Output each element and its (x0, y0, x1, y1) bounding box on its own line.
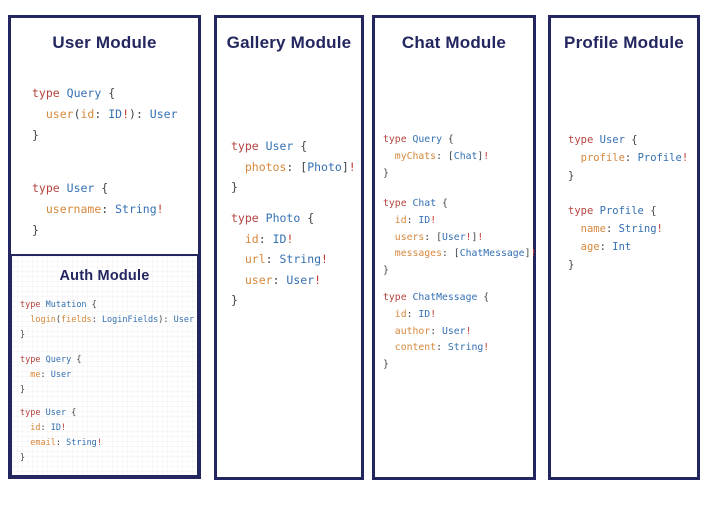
module-title-gallery: Gallery Module (226, 33, 352, 52)
code-line: myChats: [Chat]! (394, 150, 490, 162)
code-block: type Chat { id: ID! users: [User!]! mess… (383, 196, 536, 280)
code-line: email: String! (30, 438, 102, 448)
code-line: } (568, 259, 575, 271)
module-title-chat: Chat Module (401, 33, 507, 52)
code-line: type Photo { (231, 211, 315, 225)
code-line: type User { (20, 408, 77, 418)
code-line: } (32, 223, 39, 237)
code-block: type User { username: String!} (32, 178, 164, 241)
code-line: } (20, 453, 26, 463)
code-block: type User { photos: [Photo]!} (231, 136, 356, 198)
code-block: type ChatMessage { id: ID! author: User!… (383, 290, 489, 374)
code-line: type Chat { (383, 198, 448, 209)
code-line: type Query { (20, 355, 82, 365)
code-line: users: [User!]! (394, 231, 484, 243)
code-line: } (231, 293, 238, 307)
code-line: } (383, 265, 389, 277)
code-area-gallery: type User { photos: [Photo]!}type Photo … (217, 18, 361, 477)
code-line: type Query { (383, 134, 454, 145)
code-line: user: User! (244, 272, 322, 287)
code-line: type Profile { (568, 205, 657, 217)
code-line: age: Int (580, 241, 632, 253)
code-line: profile: Profile! (580, 152, 689, 164)
code-line: } (32, 128, 39, 142)
code-block: type Photo { id: ID! url: String! user: … (231, 208, 328, 311)
module-box-chat: Chat Module type Query { myChats: [Chat]… (372, 15, 536, 480)
code-line: type ChatMessage { (383, 292, 490, 303)
code-line: type Mutation { (20, 300, 97, 310)
code-line: login(fields: LoginFields): User (30, 315, 195, 325)
module-title-profile: Profile Module (564, 33, 684, 52)
code-line: type User { (231, 139, 308, 153)
code-line: messages: [ChatMessage]! (394, 248, 537, 260)
code-line: author: User! (394, 325, 472, 337)
code-line: type User { (568, 134, 638, 146)
code-line: id: ID! (394, 308, 437, 320)
code-line: } (383, 167, 389, 179)
code-block: type User { id: ID! email: String!} (20, 406, 102, 466)
code-block: type Query { user(id: ID!): User} (32, 83, 178, 146)
code-line: url: String! (244, 252, 328, 266)
module-title-auth: Auth Module (59, 268, 150, 284)
code-line: } (231, 180, 238, 194)
code-line: } (383, 359, 389, 371)
code-line: } (20, 385, 26, 395)
code-line: username: String! (45, 202, 164, 216)
code-area-chat: type Query { myChats: [Chat]!}type Chat … (375, 18, 536, 477)
code-area-auth: type Mutation { login(fields: LoginField… (12, 256, 197, 475)
code-line: me: User (30, 370, 72, 380)
code-line: content: String! (394, 342, 490, 354)
code-line: id: ID! (30, 423, 67, 433)
code-block: type User { profile: Profile!} (568, 131, 688, 185)
code-block: type Query { myChats: [Chat]!} (383, 132, 489, 182)
module-box-auth: Auth Module type Mutation { login(fields… (10, 254, 199, 477)
module-box-gallery: Gallery Module type User { photos: [Phot… (214, 15, 364, 480)
code-line: name: String! (580, 223, 663, 235)
code-line: id: ID! (394, 214, 437, 226)
module-box-profile: Profile Module type User { profile: Prof… (548, 15, 700, 480)
code-block: type Mutation { login(fields: LoginField… (20, 298, 194, 343)
code-block: type Query { me: User} (20, 353, 81, 398)
code-line: } (20, 330, 26, 340)
code-line: type User { (32, 181, 109, 195)
code-area-user: type Query { user(id: ID!): User}type Us… (11, 18, 198, 476)
code-line: type Query { (32, 86, 116, 100)
code-block: type Profile { name: String! age: Int} (568, 202, 663, 274)
module-title-user: User Module (52, 33, 157, 52)
module-box-user: User Module type Query { user(id: ID!): … (8, 15, 201, 479)
code-line: } (568, 170, 575, 182)
code-line: id: ID! (244, 231, 294, 246)
code-line: user(id: ID!): User (45, 107, 178, 121)
code-area-profile: type User { profile: Profile!}type Profi… (551, 18, 697, 477)
code-line: photos: [Photo]! (244, 159, 356, 174)
